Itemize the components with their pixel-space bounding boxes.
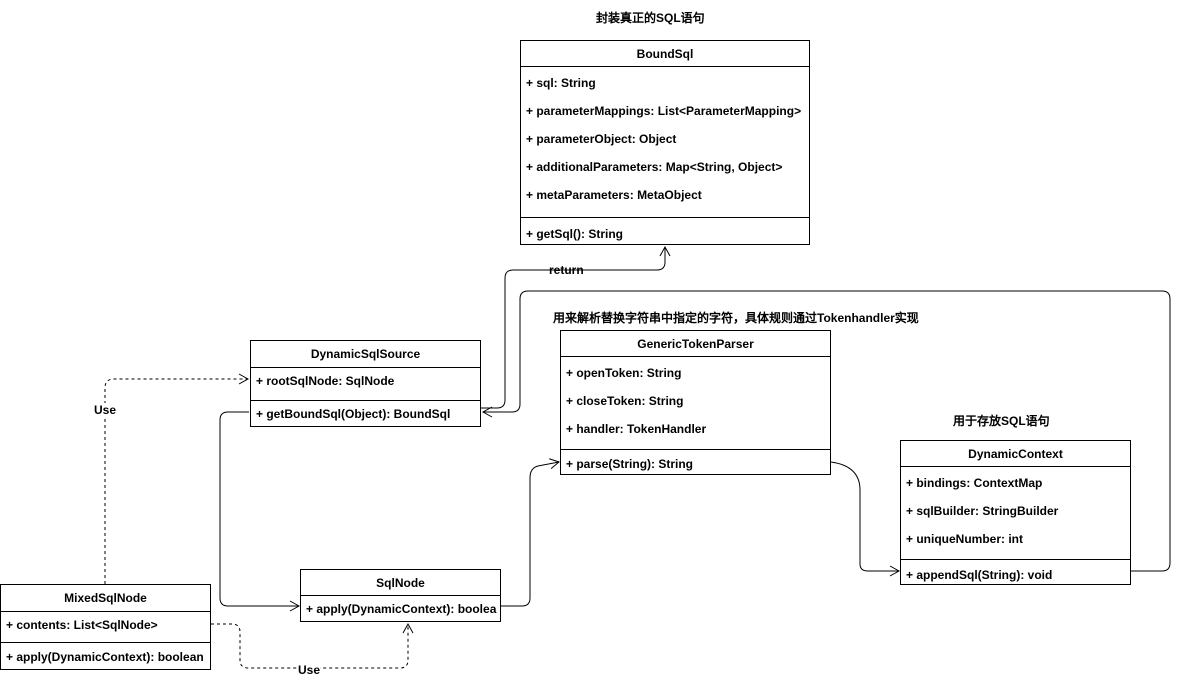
field: + closeToken: String [566,394,684,408]
method: + getSql(): String [526,227,623,241]
context-note: 用于存放SQL语句 [953,414,1050,428]
context-to-source-edge [481,290,1171,572]
class-name: SqlNode [301,570,500,596]
field: + additionalParameters: Map<String, Obje… [526,160,783,174]
use-edge-left [104,373,250,584]
class-name: BoundSql [521,41,809,67]
parser-note: 用来解析替换字符串中指定的字符，具体规则通过Tokenhandler实现 [553,311,919,325]
source-to-sqlnode-edge [219,411,301,612]
use-edge-bottom [211,622,414,669]
method: + apply(DynamicContext): boolea [306,602,497,616]
class-dynamicsqlsource[interactable]: DynamicSqlSource + rootSqlNode: SqlNode … [250,340,481,427]
field: + openToken: String [566,366,682,380]
class-boundsql[interactable]: BoundSql + sql: String + parameterMappin… [520,40,810,245]
field: + sql: String [526,76,596,90]
class-name: MixedSqlNode [1,585,210,612]
method: + parse(String): String [566,457,694,471]
class-sqlnode[interactable]: SqlNode + apply(DynamicContext): boolea [300,569,501,622]
field: + parameterObject: Object [526,132,677,146]
class-generictokenparser[interactable]: GenericTokenParser + openToken: String +… [560,330,831,475]
use-label-bottom: Use [298,663,321,677]
method: + appendSql(String): void [906,568,1053,582]
field: + parameterMappings: List<ParameterMappi… [526,104,802,118]
class-mixedsqlnode[interactable]: MixedSqlNode + contents: List<SqlNode> +… [0,584,211,670]
field: + contents: List<SqlNode> [6,618,158,632]
class-name: GenericTokenParser [561,331,830,357]
method: + getBoundSql(Object): BoundSql [256,407,451,421]
class-name: DynamicContext [901,441,1130,467]
return-edge [481,245,671,409]
parser-to-context-edge [830,461,901,577]
class-dynamiccontext[interactable]: DynamicContext + bindings: ContextMap + … [900,440,1131,585]
field: + rootSqlNode: SqlNode [256,374,395,388]
method: + apply(DynamicContext): boolean [6,649,204,664]
return-label: return [549,263,584,277]
field: + bindings: ContextMap [906,476,1043,490]
use-label-left: Use [94,403,117,417]
field: + handler: TokenHandler [566,422,707,436]
field: + uniqueNumber: int [906,532,1023,546]
boundsql-note: 封装真正的SQL语句 [596,11,705,25]
class-name: DynamicSqlSource [251,341,480,368]
field: + sqlBuilder: StringBuilder [906,504,1059,518]
field: + metaParameters: MetaObject [526,188,702,202]
sqlnode-to-parser-edge [501,458,561,607]
